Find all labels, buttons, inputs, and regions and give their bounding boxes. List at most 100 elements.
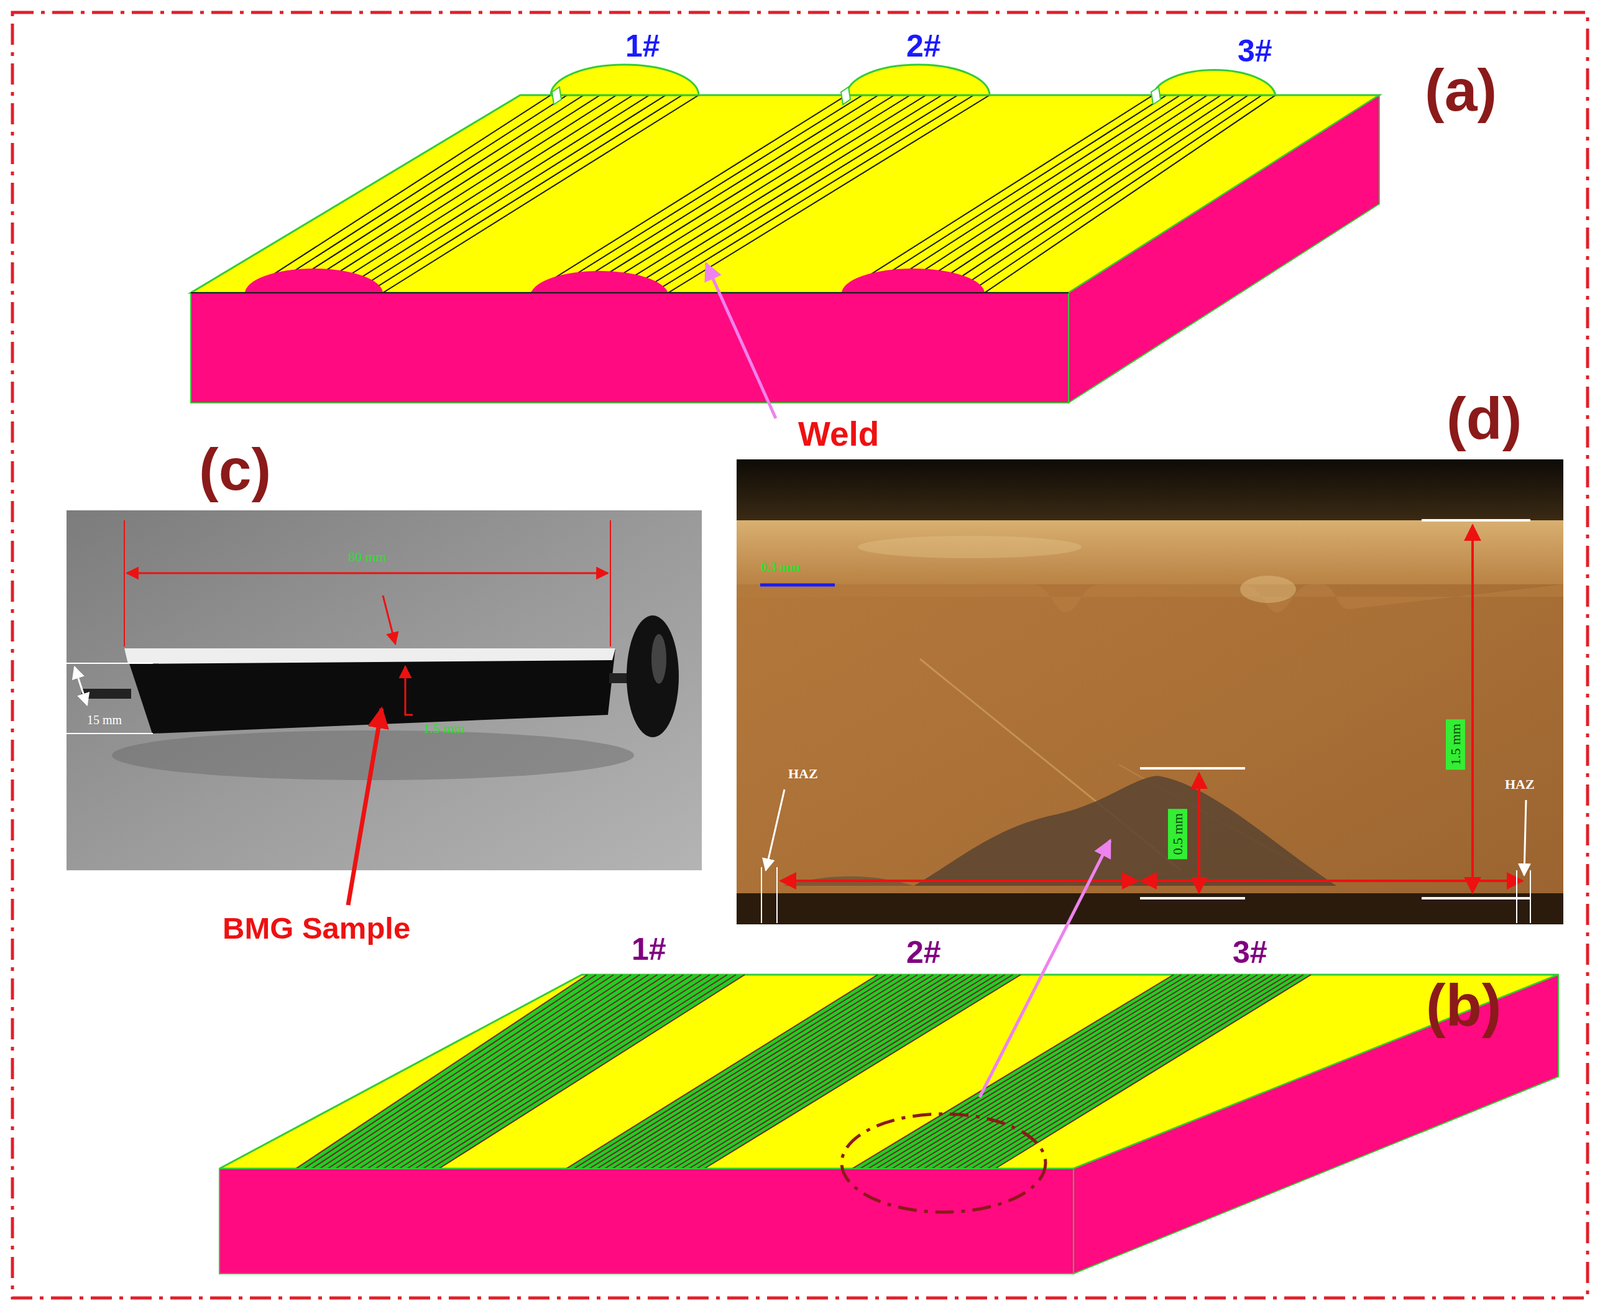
hatch-line [312,974,606,1169]
panel-label: (b) [1425,972,1502,1039]
hatch-line [530,95,847,293]
thickness-leader [405,666,413,715]
slab-front-face [190,292,1069,403]
hatch-line [407,974,710,1169]
hatch-line [642,974,957,1169]
slab-b [219,974,1559,1274]
dimension-label: 15 mm [87,712,122,727]
scale-label: 0.3 mm [760,560,800,574]
dimension-extension [1140,896,1246,900]
hatch-line [561,95,879,293]
zone-label: HAZ [788,766,819,782]
hatch-line [546,95,863,293]
hatch-line [704,974,1021,1169]
thickness-arrow [382,595,396,644]
layer-boundary [736,584,1564,613]
dimension-label: 0.5 mm [1169,813,1186,855]
hatch-line [860,974,1182,1169]
surface-glint [1240,575,1297,603]
hatch-line [383,974,684,1169]
sample-rod [81,688,132,699]
dimension-line [1197,773,1201,893]
weld-bead-back [1153,70,1276,96]
sample-disc [626,615,679,738]
panel-label: (c) [198,436,272,503]
weld-bead-back [846,64,990,96]
haz-line [1516,870,1518,924]
hatch-line [399,974,702,1169]
micrograph [736,459,1564,925]
width-arrow [74,666,88,705]
surface-glint [857,535,1082,559]
hatch-line [327,974,623,1169]
hatch-line [635,974,950,1169]
hatch-line [319,974,614,1169]
weld-pool [913,775,1337,886]
hatch-line [290,95,600,293]
haz-line [776,867,778,924]
micrograph-bottom [736,893,1564,925]
weld-bead-front [244,268,383,294]
hatch-line [652,95,974,293]
sample-photo [66,510,702,871]
part-label: Weld [798,415,879,454]
callout-number: 2# [906,29,942,64]
slab-edge [190,292,1069,294]
hatch-line [665,974,981,1169]
bead-mark [841,87,851,105]
hatch-line [607,95,927,293]
dimension-extension [123,520,125,647]
panel-label: (a) [1424,57,1497,124]
dimension-line [126,572,608,575]
hatch-line [343,974,641,1169]
slab-front-face [219,1168,1074,1274]
callout-number: 1# [631,932,667,967]
hatch-line [612,974,926,1169]
dimension-label: 1.5 mm [1447,723,1464,766]
sample-body [124,648,616,734]
callout-number: 1# [625,29,661,64]
hatch-line [306,95,617,293]
hatch-line [375,974,676,1169]
hatch-line [658,974,973,1169]
zoom-arrow [979,840,1111,1098]
hatch-line [321,95,633,293]
sample-disc-edge [651,634,667,684]
hatch-line [335,974,631,1169]
hatch-line [303,974,597,1169]
hatch-line [244,95,551,293]
hatch-line [650,974,966,1169]
zone-label: HAZ [1504,777,1535,792]
hatch-line [390,974,692,1169]
outer-frame [12,12,1588,1298]
hatch-line [295,974,588,1169]
weld-bead-front [530,271,669,294]
micrograph-top [736,459,1564,521]
part-label: BMG Sample [222,911,411,946]
surface-layer [736,520,1564,585]
hatch-line [576,95,895,293]
dimension-line [1471,525,1474,893]
dimension-extension [1421,519,1531,522]
hatch-line [688,974,1005,1169]
slab-a [190,64,1380,403]
sample-top-surface [124,648,616,664]
callout-number: 3# [1232,935,1268,970]
hatch-line [352,95,666,293]
hatch-line [637,95,958,293]
dimension-label: 80 mm [348,549,387,565]
dimension-extension [1421,896,1531,900]
hatch-line [604,974,918,1169]
hatch-line [382,95,699,293]
dimension-extension [609,520,612,647]
width-extension [66,732,153,735]
region-ellipse [841,1113,1046,1213]
dimension-label: 1.5 mm [422,721,465,736]
weld-bead-back [550,64,699,96]
micrograph-body [736,459,1564,925]
scale-box: 1.5 mm [1445,719,1466,770]
hatch-line [591,95,911,293]
hatch-line [681,974,998,1169]
hatch-line [351,974,649,1169]
hatch-line [367,95,682,293]
